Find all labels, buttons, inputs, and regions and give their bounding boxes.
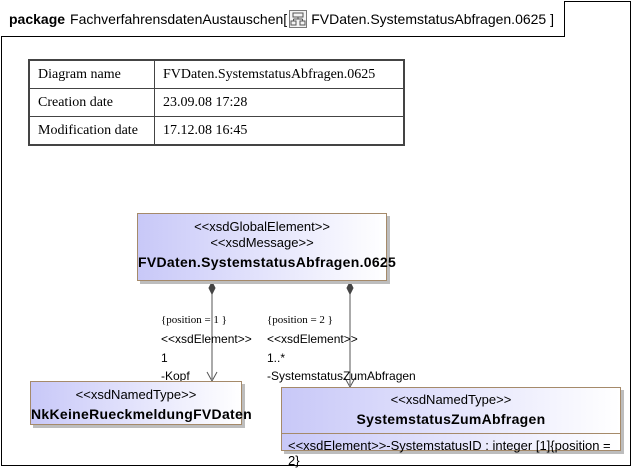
package-keyword: package bbox=[9, 10, 66, 27]
info-key: Creation date bbox=[28, 88, 155, 117]
class-name: FVDaten.SystemstatusAbfragen.0625 bbox=[138, 254, 397, 270]
stereotype-message: <<xsdMessage>> bbox=[210, 235, 314, 250]
class-fvdaten-message[interactable]: <<xsdGlobalElement>> <<xsdMessage>> FVDa… bbox=[137, 213, 397, 281]
class-nk-keine-rueckmeldung[interactable]: <<xsdNamedType>> NkKeineRueckmeldungFVDa… bbox=[30, 381, 252, 425]
stereotype-named-type: <<xsdNamedType>> bbox=[75, 387, 197, 402]
package-name: FachverfahrensdatenAustauschen[ bbox=[70, 10, 288, 27]
diagram-reference: FVDaten.SystemstatusAbfragen.0625 ] bbox=[311, 10, 554, 27]
role-left: -Kopf bbox=[161, 369, 190, 383]
constraint-left: {position = 1 } bbox=[161, 314, 227, 326]
stereotype-left-assoc: <<xsdElement>> bbox=[161, 332, 252, 346]
diagram-info-table: Diagram name FVDaten.SystemstatusAbfrage… bbox=[28, 59, 405, 146]
info-key: Modification date bbox=[28, 116, 155, 146]
constraint-right: {position = 2 } bbox=[267, 314, 333, 326]
class-attribute: <<xsdElement>>-SystemstatusID : integer … bbox=[282, 433, 620, 472]
info-key: Diagram name bbox=[28, 59, 155, 89]
diagram-icon bbox=[289, 9, 308, 28]
class-name: SystemstatusZumAbfragen bbox=[356, 411, 546, 427]
package-header: package FachverfahrensdatenAustauschen[ … bbox=[1, 1, 565, 37]
stereotype-global-element: <<xsdGlobalElement>> bbox=[194, 219, 330, 234]
table-row: Modification date 17.12.08 16:45 bbox=[28, 116, 405, 146]
table-row: Diagram name FVDaten.SystemstatusAbfrage… bbox=[28, 59, 405, 89]
info-value: 23.09.08 17:28 bbox=[154, 88, 405, 117]
role-right: -SystemstatusZumAbfragen bbox=[267, 369, 416, 383]
class-systemstatus-zum-abfragen[interactable]: <<xsdNamedType>> SystemstatusZumAbfragen… bbox=[281, 387, 621, 468]
class-name: NkKeineRueckmeldungFVDaten bbox=[31, 406, 252, 422]
table-row: Creation date 23.09.08 17:28 bbox=[28, 88, 405, 117]
multiplicity-right: 1..* bbox=[267, 351, 286, 365]
info-value: 17.12.08 16:45 bbox=[154, 116, 405, 146]
stereotype-named-type: <<xsdNamedType>> bbox=[390, 392, 512, 407]
multiplicity-left: 1 bbox=[161, 351, 168, 365]
composition-diamond-left bbox=[208, 280, 216, 296]
stereotype-right-assoc: <<xsdElement>> bbox=[267, 332, 358, 346]
composition-diamond-right bbox=[346, 280, 354, 296]
